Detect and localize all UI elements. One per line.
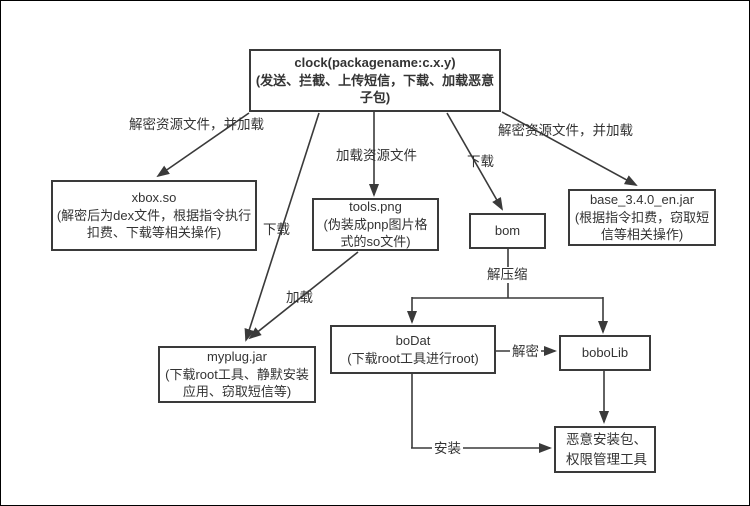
node-xbox-so-title: xbox.so	[131, 190, 177, 206]
node-malware-package: 恶意安装包、 权限管理工具	[554, 426, 656, 473]
arrow-clock-to-base	[501, 111, 638, 186]
node-clock-title: clock(packagename:c.x.y)	[294, 55, 456, 71]
node-bom-title: bom	[494, 223, 521, 239]
arrow-clock-to-myplug	[244, 112, 320, 342]
node-myplug-jar-title: myplug.jar	[207, 349, 267, 365]
node-base-jar-desc: (根据指令扣费，窃取短信等相关操作)	[574, 209, 710, 243]
edge-label-unzip: 解压缩	[485, 267, 530, 283]
node-xbox-so: xbox.so (解密后为dex文件，根据指令执行扣费、下载等相关操作)	[51, 180, 257, 251]
arrow-clock-to-xbox	[156, 112, 250, 178]
node-myplug-jar: myplug.jar (下载root工具、静默安装应用、窃取短信等)	[158, 346, 316, 403]
arrow-clock-to-bom	[446, 112, 503, 211]
node-xbox-so-desc: (解密后为dex文件，根据指令执行扣费、下载等相关操作)	[56, 207, 252, 241]
node-bom: bom	[469, 213, 546, 249]
node-bodat: boDat (下载root工具进行root)	[330, 325, 496, 374]
node-base-jar-title: base_3.4.0_en.jar	[589, 192, 695, 208]
node-bobolib-title: boboLib	[581, 345, 629, 361]
edge-label-decrypt-load-left: 解密资源文件，并加载	[129, 117, 264, 132]
edge-label-decrypt-load-right: 解密资源文件，并加载	[498, 123, 633, 138]
edge-label-install: 安装	[432, 441, 463, 457]
node-base-jar: base_3.4.0_en.jar (根据指令扣费，窃取短信等相关操作)	[568, 189, 716, 246]
node-clock: clock(packagename:c.x.y) (发送、拦截、上传短信，下载、…	[249, 49, 501, 112]
edge-label-load-myplug: 加载	[286, 290, 313, 305]
arrow-tools-to-myplug	[248, 251, 359, 340]
edge-label-decrypt: 解密	[510, 344, 541, 360]
node-tools-png-desc: (伪装成pnp图片格式的so文件)	[323, 216, 428, 250]
node-myplug-jar-desc: (下载root工具、静默安装应用、窃取短信等)	[165, 366, 309, 400]
node-bodat-title: boDat	[395, 332, 431, 348]
node-clock-desc: (发送、拦截、上传短信，下载、加载恶意子包)	[255, 72, 495, 106]
edge-label-load-resource: 加载资源文件	[336, 148, 417, 163]
edge-label-download-bom: 下载	[467, 154, 494, 169]
node-malware-package-title: 恶意安装包、 权限管理工具	[566, 431, 647, 467]
node-tools-png-title: tools.png	[349, 199, 402, 215]
edge-label-download-myplug: 下载	[263, 222, 290, 237]
node-tools-png: tools.png (伪装成pnp图片格式的so文件)	[312, 198, 439, 251]
node-bobolib: boboLib	[559, 335, 651, 371]
node-bodat-desc: (下载root工具进行root)	[347, 350, 479, 366]
